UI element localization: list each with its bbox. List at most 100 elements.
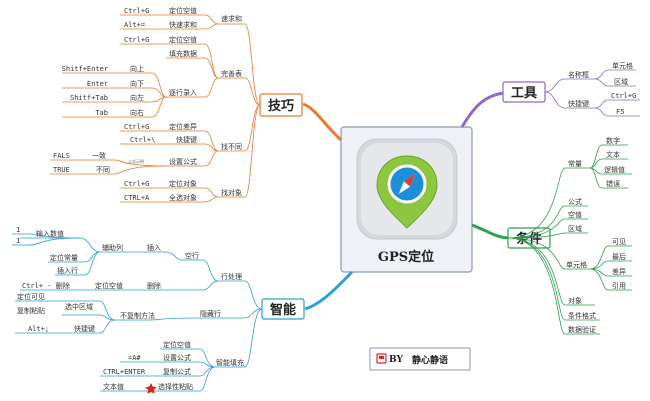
cond-extra-2: 条件格式 <box>568 311 596 320</box>
smart-insert: 插入 <box>147 243 161 252</box>
move-key-4: Tab <box>95 109 108 117</box>
smart-fill-paste-key: 文本值 <box>103 382 124 391</box>
smart-fill-paste: 选择性粘贴 <box>158 382 193 391</box>
smart-helper-col: 辅助列 <box>102 243 123 252</box>
smart-delete: 删除 <box>147 281 161 290</box>
star-icon <box>145 383 157 394</box>
move-val-4: 向右 <box>130 108 144 117</box>
center-title: GPS定位 <box>378 249 434 265</box>
svg-text:技巧: 技巧 <box>268 98 294 114</box>
diff-result-key-1: FALS <box>53 152 70 160</box>
smart-texts: 行处理 空行 插入 辅助列 输入数值 1 1 定位常量 插入行 删除 Ctrl+… <box>16 226 244 394</box>
connector-tips <box>302 102 343 142</box>
move-val-3: 向左 <box>130 93 144 102</box>
tools-namebox-label: 名称框 <box>568 70 589 79</box>
diff-result-val-1: 一致 <box>92 151 106 160</box>
tools-shortcut-label: 快捷键 <box>568 99 589 108</box>
map-pin-compass-icon <box>376 155 438 229</box>
smart-goto-blank: 定位空值 <box>95 281 123 290</box>
svg-text:智能: 智能 <box>270 302 296 318</box>
smart-input-num: 输入数值 <box>36 229 64 238</box>
smart-goto-const: 定位常量 <box>50 253 78 262</box>
cond-constant-2: 文本 <box>606 150 620 159</box>
tips-diff-label: 找不同 <box>221 142 242 151</box>
tips-fill-label: 完善表 <box>221 69 242 78</box>
author-badge: BY 静心静语 <box>369 347 471 371</box>
diff-goto-val: 定位差异 <box>169 122 197 131</box>
tips-object-label: 找对象 <box>221 188 242 197</box>
smart-row-label: 行处理 <box>221 272 242 281</box>
smart-goto-visible: 定位可见 <box>17 292 45 301</box>
smart-delete-key: Ctrl+ - 删除 <box>22 281 70 290</box>
smart-fill-goto: 定位空值 <box>163 340 191 349</box>
center-node[interactable]: GPS定位 <box>340 126 473 273</box>
smart-fill-label: 智能填充 <box>216 358 244 367</box>
diff-result-val-2: 不同 <box>96 166 110 174</box>
speed-key-2: Alt+= <box>124 21 145 29</box>
smart-fill-formula: 设置公式 <box>163 353 191 362</box>
smart-select-area: 选中区域 <box>65 302 93 311</box>
smart-insert-row: 插入行 <box>57 266 78 275</box>
smart-fill-copy-key: CTRL+ENTER <box>103 368 146 376</box>
smart-num-1: 1 <box>16 226 20 234</box>
smart-num-2: 1 <box>16 237 20 245</box>
badge-author: 静心静语 <box>412 354 448 366</box>
flag-icon <box>376 353 387 364</box>
branch-tips[interactable]: 技巧 <box>259 93 303 117</box>
smart-copy-paste: 复制粘贴 <box>17 306 45 315</box>
branch-smart[interactable]: 智能 <box>261 298 305 320</box>
cond-formula: 公式 <box>568 197 582 206</box>
move-key-2: Enter <box>87 80 108 88</box>
tips-lines <box>50 14 261 203</box>
move-key-3: Shitf+Tab <box>70 94 108 102</box>
smart-hide-label: 隐藏行 <box>200 309 221 318</box>
smart-fill-copy: 复制公式 <box>163 367 191 376</box>
cond-constant-1: 数字 <box>606 136 620 145</box>
cond-cell-2: 最后 <box>612 252 626 261</box>
tips-speed-label: 速求和 <box>221 14 242 23</box>
smart-lines <box>12 233 263 392</box>
smart-blank-row: 空行 <box>185 251 199 260</box>
svg-text:工具: 工具 <box>511 86 537 101</box>
tools-namebox-1: 单元格 <box>612 61 633 70</box>
diff-shortcut-key: Ctrl+\ <box>130 136 155 144</box>
connector-conditions <box>471 223 509 240</box>
fill-goto-val: 定位空值 <box>169 35 197 44</box>
smart-shortcut-key: Alt+; <box>28 325 49 333</box>
branch-tools[interactable]: 工具 <box>502 81 546 103</box>
tools-lines <box>544 69 640 117</box>
tools-texts: 名称框 单元格 区域 快捷键 Ctrl+G F5 <box>568 61 636 116</box>
conditions-lines <box>507 144 632 335</box>
connector-tools <box>460 91 504 128</box>
cond-cell-1: 可见 <box>612 238 626 246</box>
smart-shortcut: 快捷键 <box>74 324 95 333</box>
diff-result-key-2: TRUE <box>53 166 70 174</box>
cond-constant-4: 错误 <box>606 179 620 188</box>
svg-text:条件: 条件 <box>516 231 542 247</box>
conditions-texts: 常量 数字 文本 逻辑值 错误 公式 空值 区域 单元格 可见 最后 差异 引用… <box>566 136 626 334</box>
connector-smart <box>304 270 354 311</box>
speed-val-2: 快速求和 <box>169 20 197 29</box>
smart-copy-method: 不复制方法 <box>120 311 155 320</box>
cond-constant-label: 常量 <box>568 159 582 168</box>
cond-constant-3: 逻辑值 <box>604 165 625 174</box>
tips-texts: 速求和 Ctrl+G 定位空值 Alt+= 快速求和 完善表 Ctrl+G 定位… <box>53 6 242 202</box>
tools-shortcut-1: Ctrl+G <box>611 92 636 100</box>
cond-blank: 空值 <box>568 210 582 219</box>
object-key-1: Ctrl+G <box>124 180 149 188</box>
speed-val-1: 定位空值 <box>169 6 197 15</box>
tools-namebox-2: 区域 <box>614 77 628 86</box>
smart-fill-formula-key: =A# <box>128 354 141 362</box>
cond-cell-4: 引用 <box>612 281 626 290</box>
tools-shortcut-2: F5 <box>616 108 624 116</box>
diff-formula: 设置公式 <box>169 157 197 166</box>
diff-shortcut-val: 快捷键 <box>176 135 197 144</box>
fill-fast-input: 逐行录入 <box>169 88 197 97</box>
diff-formula-note: 公式示例 <box>128 158 144 164</box>
speed-key-1: Ctrl+G <box>124 7 149 15</box>
cond-extra-3: 数据验证 <box>568 325 596 334</box>
object-key-2: CTRL+A <box>124 194 150 202</box>
badge-prefix: BY <box>389 355 403 365</box>
move-val-1: 向上 <box>130 64 144 73</box>
